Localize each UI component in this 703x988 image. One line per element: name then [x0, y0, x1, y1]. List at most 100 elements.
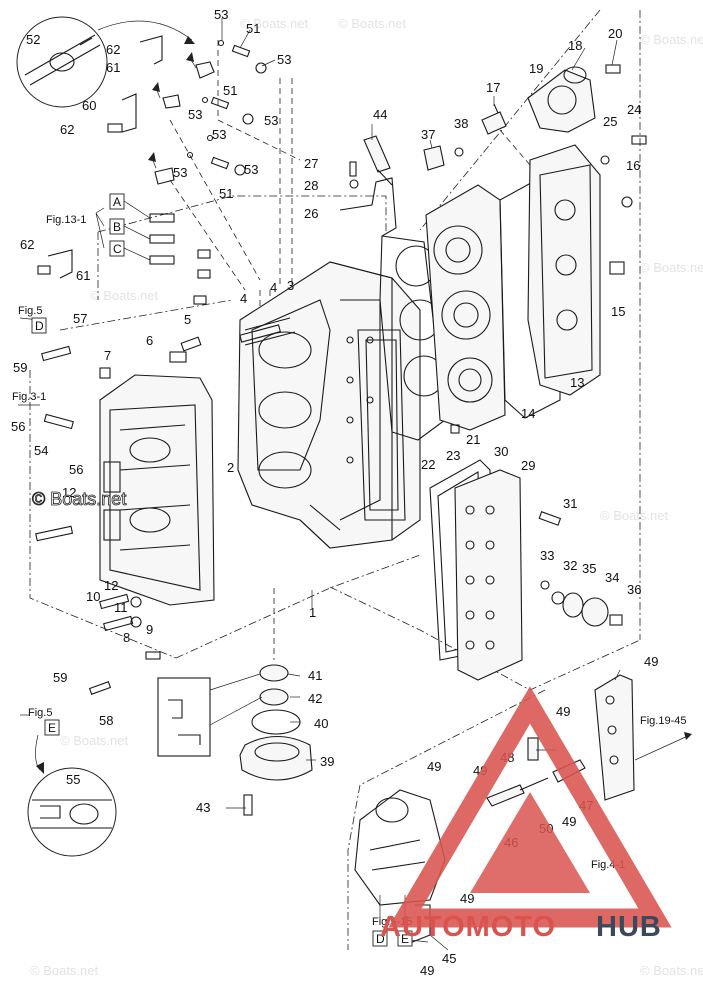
arrows	[18, 20, 692, 920]
callout-55: 55	[66, 772, 80, 787]
callout-61: 61	[76, 268, 90, 283]
callout-32: 32	[563, 558, 577, 573]
callout-21: 21	[466, 432, 480, 447]
watermark-overlay: © Boats.net	[32, 489, 126, 509]
box-label-e: E	[401, 932, 409, 946]
detail-circle-55	[27, 767, 117, 857]
callout-34: 34	[605, 570, 619, 585]
callout-62: 62	[60, 122, 74, 137]
box-label-d: D	[376, 932, 385, 946]
callout-17: 17	[486, 80, 500, 95]
logo-triangle-outer	[388, 686, 672, 928]
callout-53: 53	[244, 162, 258, 177]
callout-52: 52	[26, 32, 40, 47]
callout-10: 10	[86, 589, 100, 604]
watermark: © Boats.net	[338, 16, 407, 31]
watermark: © Boats.net	[640, 260, 703, 275]
callout-56: 56	[11, 419, 25, 434]
cylinder-head	[425, 184, 506, 431]
callout-41: 41	[308, 668, 322, 683]
watermark: © Boats.net	[90, 288, 159, 303]
callout-53: 53	[212, 127, 226, 142]
callout-61: 61	[106, 60, 120, 75]
callout-29: 29	[521, 458, 535, 473]
callout-28: 28	[304, 178, 318, 193]
sensor	[481, 103, 507, 135]
watermark: © Boats.net	[640, 32, 703, 47]
bracket	[339, 177, 397, 237]
callout-40: 40	[314, 716, 328, 731]
callout-11: 11	[114, 600, 128, 615]
callout-14: 14	[521, 406, 535, 421]
fasteners	[35, 35, 647, 695]
callout-31: 31	[563, 496, 577, 511]
callout-25: 25	[603, 114, 617, 129]
callout-8: 8	[123, 630, 130, 645]
callout-51: 51	[219, 186, 233, 201]
callout-49: 49	[644, 654, 658, 669]
callout-53: 53	[264, 113, 278, 128]
valve-assembly	[540, 580, 609, 627]
callout-44: 44	[373, 107, 387, 122]
callout-36: 36	[627, 582, 641, 597]
callout-numbers: 1 2 3 4 4 5 6 7 8 9 10 11 12 12 13 14 15…	[11, 7, 658, 978]
callout-15: 15	[611, 304, 625, 319]
callout-6: 6	[146, 333, 153, 348]
watermark: © Boats.net	[30, 963, 99, 978]
callout-33: 33	[540, 548, 554, 563]
callout-51: 51	[223, 83, 237, 98]
callout-13: 13	[570, 375, 584, 390]
watermark: © Boats.net	[640, 963, 703, 978]
callout-35: 35	[582, 561, 596, 576]
thermostat-cover	[527, 66, 596, 133]
callout-53: 53	[188, 107, 202, 122]
callout-53: 53	[214, 7, 228, 22]
oil-seal-housing	[239, 664, 313, 816]
crankcase	[99, 374, 215, 606]
logo-triangle-inner	[470, 792, 590, 893]
callout-60: 60	[82, 98, 96, 113]
watermark: © Boats.net	[60, 733, 129, 748]
callout-45: 45	[442, 951, 456, 966]
figure-reference: Fig.13-1	[46, 214, 86, 226]
callout-37: 37	[421, 127, 435, 142]
grommet	[423, 145, 445, 171]
box-label-b: B	[113, 220, 121, 234]
callout-49: 49	[460, 891, 474, 906]
callout-1: 1	[309, 605, 316, 620]
callout-20: 20	[608, 26, 622, 41]
callout-7: 7	[104, 348, 111, 363]
callout-51: 51	[246, 21, 260, 36]
callout-16: 16	[626, 158, 640, 173]
box-label-e: E	[48, 721, 56, 735]
seal-detail-box	[157, 673, 263, 757]
callout-53: 53	[277, 52, 291, 67]
callout-5: 5	[184, 312, 191, 327]
callout-58: 58	[99, 713, 113, 728]
callout-19: 19	[529, 61, 543, 76]
callout-53: 53	[173, 165, 187, 180]
head-cover	[499, 144, 601, 419]
figure-reference: Fig.3-1	[12, 391, 46, 403]
head-gasket	[357, 235, 446, 521]
callout-54: 54	[34, 443, 48, 458]
figure-reference: Fig.5	[18, 305, 42, 317]
callout-38: 38	[454, 116, 468, 131]
callout-57: 57	[73, 311, 87, 326]
callout-22: 22	[421, 457, 435, 472]
callout-30: 30	[494, 444, 508, 459]
cylinder-block	[237, 261, 421, 549]
callout-12: 12	[62, 485, 76, 500]
boxed-letters: A B C D E D E	[31, 193, 413, 947]
background-watermarks: © Boats.net © Boats.net © Boats.net © Bo…	[30, 16, 703, 978]
callout-23: 23	[446, 448, 460, 463]
callout-24: 24	[627, 102, 641, 117]
callout-18: 18	[568, 38, 582, 53]
watermark: © Boats.net	[600, 508, 669, 523]
callout-59: 59	[53, 670, 67, 685]
callout-3: 3	[287, 278, 294, 293]
callout-62: 62	[20, 237, 34, 252]
logo-text-hub: HUB	[596, 911, 662, 943]
box-label-d: D	[35, 319, 44, 333]
callout-49: 49	[420, 963, 434, 978]
